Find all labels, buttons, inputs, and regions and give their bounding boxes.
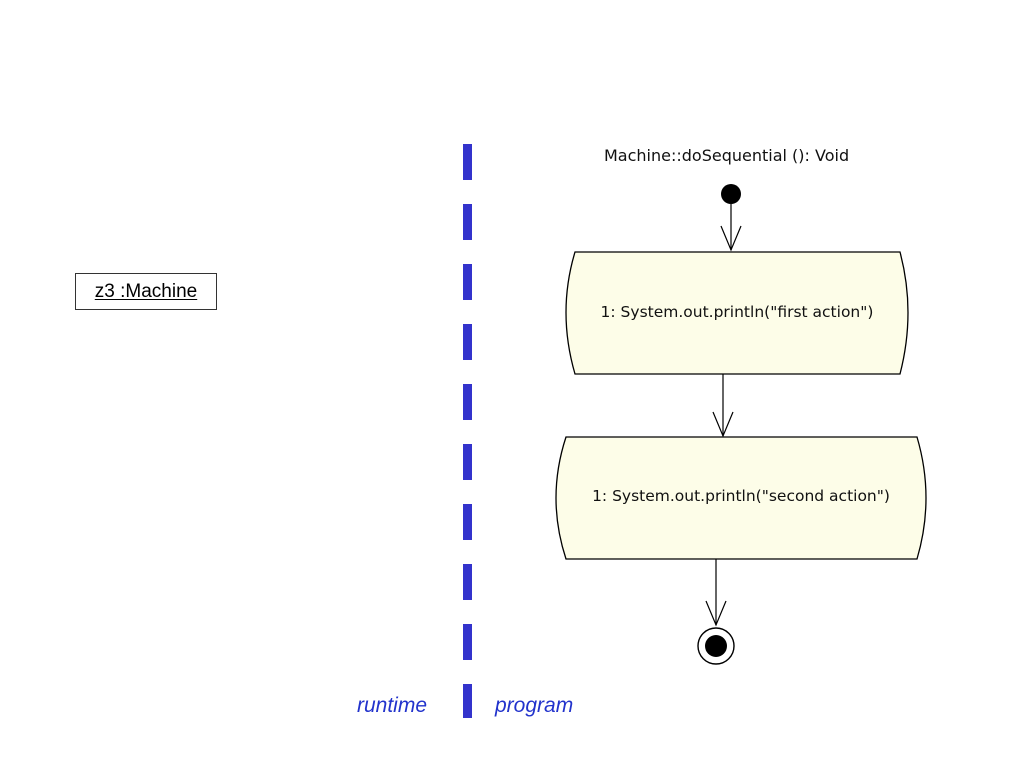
flow-arrow-action2-to-final bbox=[705, 559, 727, 627]
initial-node bbox=[721, 184, 741, 204]
action-node-1 bbox=[565, 251, 909, 375]
object-instance-box: z3 :Machine bbox=[75, 273, 217, 310]
runtime-zone-label: runtime bbox=[357, 694, 428, 717]
final-node bbox=[697, 627, 735, 665]
zone-divider-line bbox=[463, 144, 472, 718]
activity-title: Machine::doSequential (): Void bbox=[604, 146, 850, 165]
action-2-label: 1: System.out.println("second action") bbox=[592, 487, 890, 505]
flow-arrow-start-to-action1 bbox=[720, 204, 742, 252]
object-instance-label: z3 :Machine bbox=[94, 280, 198, 302]
flow-arrow-action1-to-action2 bbox=[712, 374, 734, 438]
action-1-label: 1: System.out.println("first action") bbox=[600, 303, 874, 321]
program-zone-label: program bbox=[495, 694, 574, 717]
action-node-2 bbox=[555, 436, 927, 560]
